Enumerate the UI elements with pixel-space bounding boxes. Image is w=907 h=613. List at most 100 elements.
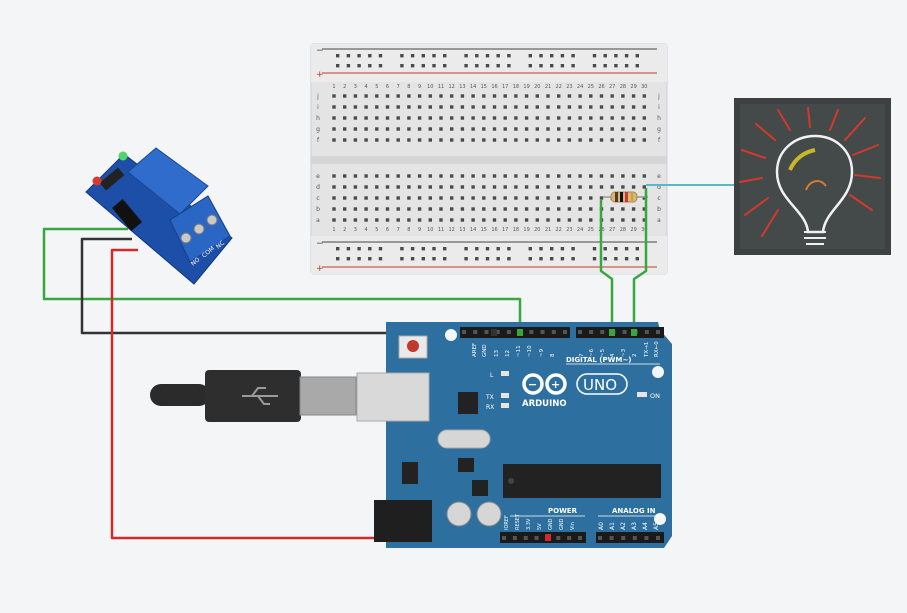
- usb-cable[interactable]: [150, 370, 357, 422]
- breadboard-hole[interactable]: [589, 127, 593, 131]
- breadboard-hole[interactable]: [450, 105, 454, 109]
- breadboard-hole[interactable]: [385, 196, 390, 200]
- rail-hole[interactable]: [357, 247, 361, 251]
- header-hole[interactable]: [484, 330, 489, 334]
- breadboard-hole[interactable]: [460, 174, 465, 178]
- breadboard-hole[interactable]: [428, 138, 432, 142]
- breadboard-hole[interactable]: [503, 138, 507, 142]
- rail-hole[interactable]: [378, 64, 383, 68]
- breadboard-hole[interactable]: [385, 207, 390, 211]
- breadboard-hole[interactable]: [375, 196, 379, 200]
- breadboard-hole[interactable]: [514, 94, 518, 98]
- breadboard-hole[interactable]: [621, 105, 625, 109]
- breadboard-hole[interactable]: [557, 116, 561, 120]
- breadboard-hole[interactable]: [546, 185, 550, 189]
- rail-hole[interactable]: [410, 54, 415, 58]
- header-hole[interactable]: [656, 330, 660, 334]
- breadboard-hole[interactable]: [332, 207, 336, 211]
- breadboard-hole[interactable]: [631, 116, 636, 120]
- rail-hole[interactable]: [485, 257, 490, 261]
- breadboard-hole[interactable]: [503, 127, 507, 131]
- breadboard-hole[interactable]: [546, 218, 550, 222]
- breadboard-hole[interactable]: [428, 207, 432, 211]
- breadboard-hole[interactable]: [578, 196, 582, 200]
- rail-hole[interactable]: [464, 54, 468, 58]
- breadboard-hole[interactable]: [332, 94, 336, 98]
- breadboard-hole[interactable]: [332, 218, 336, 222]
- digital-header-left[interactable]: [460, 327, 570, 338]
- breadboard-hole[interactable]: [439, 116, 443, 120]
- breadboard-hole[interactable]: [364, 116, 368, 120]
- breadboard-hole[interactable]: [343, 196, 347, 200]
- breadboard-hole[interactable]: [353, 138, 358, 142]
- breadboard-hole[interactable]: [492, 127, 497, 131]
- breadboard-hole[interactable]: [332, 174, 336, 178]
- breadboard-hole[interactable]: [567, 207, 572, 211]
- breadboard-hole[interactable]: [460, 185, 465, 189]
- breadboard-hole[interactable]: [514, 127, 518, 131]
- breadboard-hole[interactable]: [589, 218, 593, 222]
- breadboard-hole[interactable]: [578, 116, 582, 120]
- breadboard-hole[interactable]: [471, 94, 475, 98]
- breadboard-hole[interactable]: [610, 218, 614, 222]
- breadboard-hole[interactable]: [385, 105, 390, 109]
- breadboard-hole[interactable]: [621, 94, 625, 98]
- rail-hole[interactable]: [528, 54, 532, 58]
- breadboard-hole[interactable]: [396, 127, 400, 131]
- breadboard-hole[interactable]: [353, 127, 358, 131]
- breadboard-hole[interactable]: [353, 185, 358, 189]
- breadboard-hole[interactable]: [610, 207, 614, 211]
- breadboard-hole[interactable]: [567, 105, 572, 109]
- breadboard-hole[interactable]: [460, 218, 465, 222]
- breadboard-hole[interactable]: [642, 94, 646, 98]
- breadboard-hole[interactable]: [471, 174, 475, 178]
- breadboard-hole[interactable]: [375, 185, 379, 189]
- rail-hole[interactable]: [539, 64, 543, 68]
- breadboard-hole[interactable]: [375, 94, 379, 98]
- breadboard-hole[interactable]: [492, 196, 497, 200]
- breadboard-hole[interactable]: [482, 185, 486, 189]
- breadboard-hole[interactable]: [567, 116, 572, 120]
- rail-hole[interactable]: [539, 54, 543, 58]
- breadboard-hole[interactable]: [428, 218, 432, 222]
- breadboard-hole[interactable]: [407, 196, 411, 200]
- header-hole[interactable]: [632, 536, 637, 540]
- rail-hole[interactable]: [614, 247, 618, 251]
- rail-hole[interactable]: [592, 64, 597, 68]
- breadboard-hole[interactable]: [546, 94, 550, 98]
- rail-hole[interactable]: [475, 54, 479, 58]
- breadboard-hole[interactable]: [450, 196, 454, 200]
- breadboard-hole[interactable]: [428, 116, 432, 120]
- breadboard-hole[interactable]: [471, 185, 475, 189]
- breadboard-hole[interactable]: [514, 105, 518, 109]
- breadboard-hole[interactable]: [364, 185, 368, 189]
- header-hole[interactable]: [462, 330, 466, 334]
- breadboard-hole[interactable]: [642, 207, 646, 211]
- breadboard-hole[interactable]: [439, 94, 443, 98]
- breadboard-hole[interactable]: [610, 138, 614, 142]
- breadboard-hole[interactable]: [546, 207, 550, 211]
- rail-hole[interactable]: [614, 257, 618, 261]
- breadboard-hole[interactable]: [375, 138, 379, 142]
- header-hole[interactable]: [656, 536, 660, 540]
- rail-hole[interactable]: [624, 64, 629, 68]
- usb-b-port[interactable]: [356, 372, 430, 422]
- rail-hole[interactable]: [624, 247, 629, 251]
- rail-hole[interactable]: [571, 54, 575, 58]
- rail-hole[interactable]: [485, 247, 490, 251]
- breadboard-hole[interactable]: [631, 207, 636, 211]
- rail-hole[interactable]: [400, 257, 404, 261]
- breadboard-hole[interactable]: [642, 196, 646, 200]
- breadboard-hole[interactable]: [407, 116, 411, 120]
- rail-hole[interactable]: [357, 54, 361, 58]
- breadboard-hole[interactable]: [535, 94, 539, 98]
- breadboard-hole[interactable]: [642, 138, 646, 142]
- breadboard-hole[interactable]: [535, 218, 539, 222]
- rail-hole[interactable]: [539, 247, 543, 251]
- breadboard-hole[interactable]: [428, 196, 432, 200]
- rail-hole[interactable]: [368, 247, 372, 251]
- breadboard-hole[interactable]: [578, 207, 582, 211]
- rail-hole[interactable]: [378, 257, 383, 261]
- breadboard-hole[interactable]: [503, 105, 507, 109]
- rail-hole[interactable]: [443, 64, 447, 68]
